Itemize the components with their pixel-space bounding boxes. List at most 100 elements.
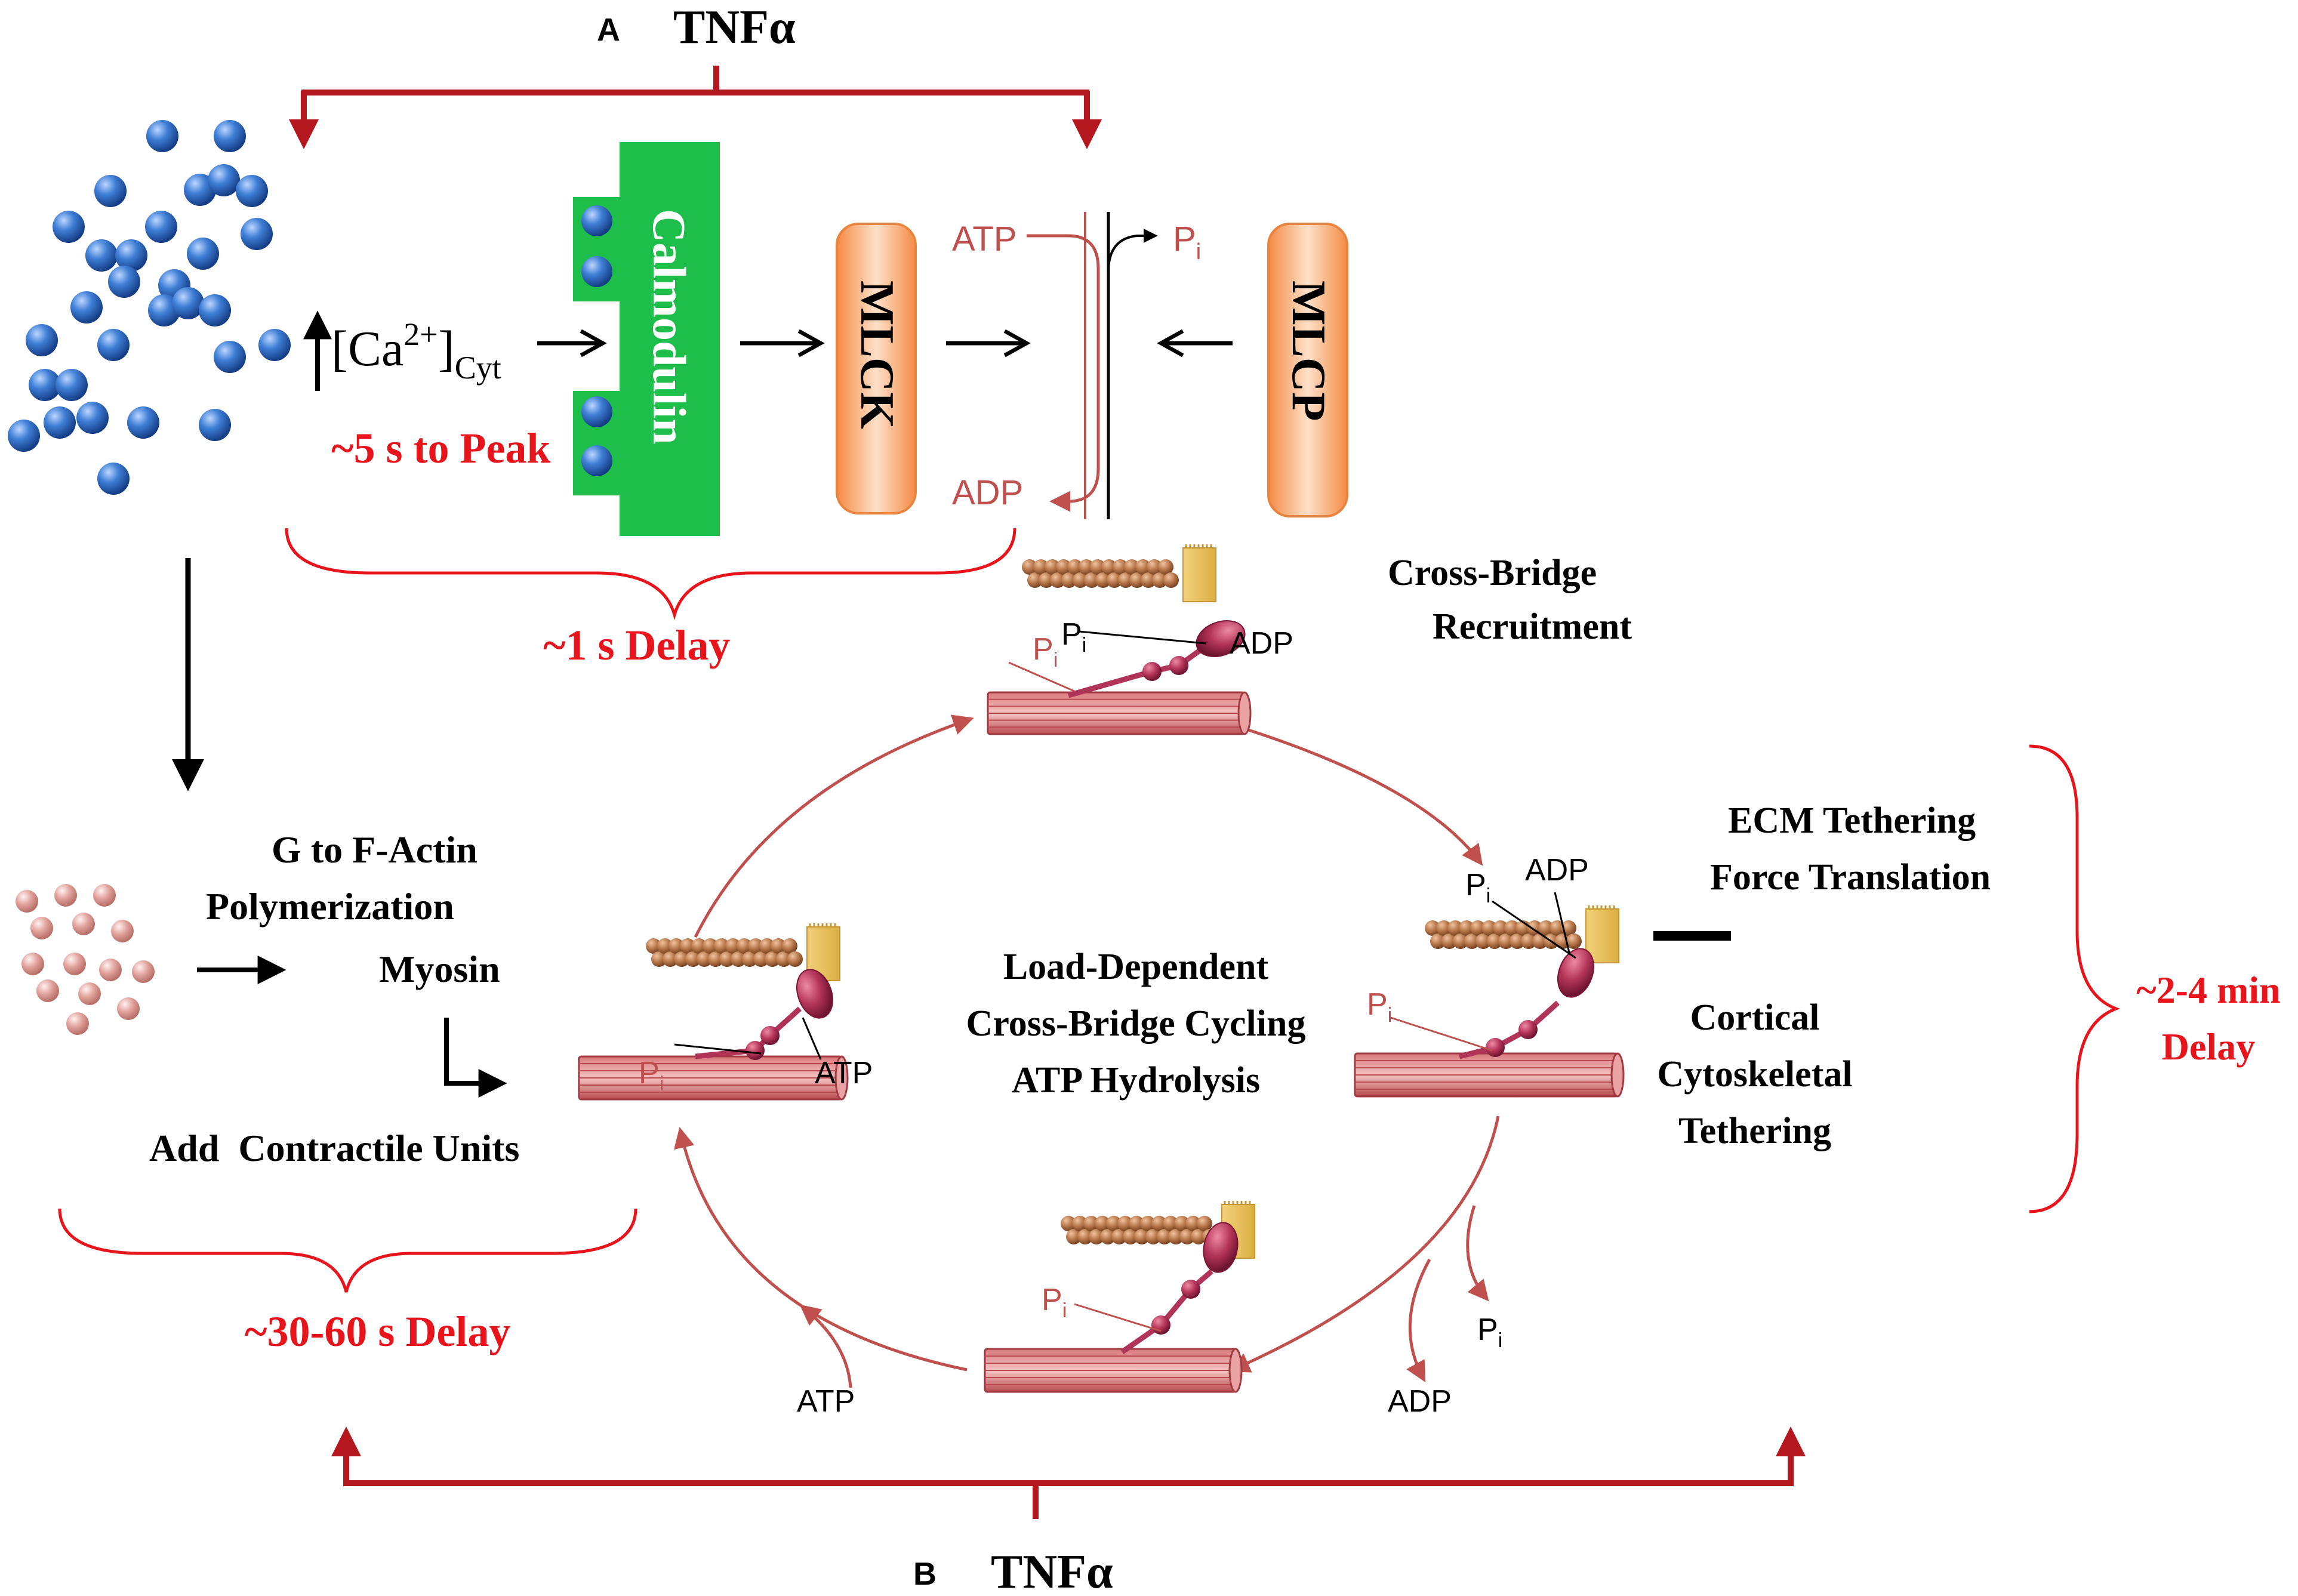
svg-text:Pi: Pi [1477,1312,1502,1352]
g-actin-monomer [63,953,86,975]
one-second-delay-brace [285,528,1016,621]
ca-label-main: [Ca [331,321,403,377]
top-adp-label: ADP [1230,626,1293,661]
calcium-ion [94,175,127,207]
cycle-small-labels: Pi Pi ADP Pi ATP Pi ADP Pi Pi ATP ADP Pi [639,617,1589,1419]
calcium-ion [56,369,88,401]
panel-b-tnf-label: TNFα [991,1546,1113,1593]
left-pi-label: P [639,1056,660,1090]
panel-b-letter: B [913,1556,937,1592]
cross-bridge-unit-atp-bound [578,923,849,1101]
two-four-minute-delay-brace [2029,744,2120,1213]
myosin-label: Myosin [379,948,500,990]
panel-a-tnf-label: TNFα [673,1,796,54]
calcium-ion [236,175,268,207]
mlcp-box: MLCP [1267,223,1348,517]
cortical-line-2: Cytoskeletal [1657,1054,1852,1095]
panel-a-letter: A [597,12,620,48]
right-pi-sub: i [1486,885,1491,907]
adp-release-arrow [1406,1258,1431,1383]
pathway-adp-label: ADP [952,473,1023,512]
actin-line-1: G to F-Actin [272,828,478,871]
calmodulin-label: Calmodulin [643,209,695,444]
cross-bridge-units [578,544,1731,1393]
one-second-delay-label: ~1 s Delay [543,621,730,669]
g-actin-monomer-cluster [16,884,155,1035]
calcium-ion [76,402,109,434]
panel-b-stimulus-bracket [343,1480,1794,1519]
calcium-ion [115,239,147,272]
bottom-pi-label: P [1042,1283,1062,1317]
cycle-arrow-right-to-bottom [1228,1116,1500,1373]
cortical-line-1: Cortical [1690,997,1820,1038]
bottom-pi-release-label: P [1477,1312,1498,1347]
calmodulin-block: Calmodulin [573,142,720,536]
calcium-ion [108,266,140,298]
svg-text:Pi: Pi [1033,632,1058,671]
myosin-elbow-arrow [444,1018,507,1098]
calcium-ion [214,341,246,373]
delay-min-line-2: Delay [2162,1025,2255,1068]
panel-a-stimulus-bracket [301,66,1089,95]
calcium-ion [26,324,58,356]
cross-bridge-unit-ecm-tethered [1354,892,1731,1098]
ca-label-sup: 2+ [403,316,438,352]
thirty-sixty-second-delay-label: ~30-60 s Delay [245,1308,510,1355]
svg-text:Pi: Pi [1367,987,1392,1027]
recruit-line-2: Recruitment [1433,606,1632,647]
center-line-2: Cross-Bridge Cycling [966,1003,1306,1044]
delay-min-line-1: ~2-4 min [2136,969,2280,1011]
calcium-ion [97,463,130,495]
cycle-side-text: Cross-Bridge Recruitment ECM Tethering F… [1388,553,1991,1151]
panel-b-footer: B TNFα [331,1426,1806,1596]
cortical-line-3: Tethering [1678,1111,1831,1151]
cycle-arrow-bottom-to-left [674,1127,968,1372]
cycle-arrow-left-to-top [694,714,974,938]
mlck-label: MLCK [851,281,903,429]
actin-line-2: Polymerization [206,885,454,928]
g-actin-monomer [66,1012,89,1035]
top-pi-red-sub: i [1053,649,1058,671]
g-actin-monomer [21,953,44,975]
g-actin-monomer [72,913,95,935]
calcium-ion [97,329,130,361]
right-pi-label: P [1465,868,1486,902]
calcium-ion [29,369,61,401]
calcium-ion [241,218,273,250]
calcium-ion [44,406,76,439]
calcium-ion [145,211,177,243]
ca-label-close: ] [438,321,455,377]
ecm-line-1: ECM Tethering [1728,800,1976,841]
center-line-3: ATP Hydrolysis [1012,1060,1260,1101]
pathway-pi-sub: i [1196,239,1201,264]
pathway-pi-label: P [1173,220,1196,258]
ca-label-sub: Cyt [455,350,501,386]
top-pi-sub: i [1082,634,1087,657]
calcium-ion [85,239,118,272]
calcium-ion [199,294,231,326]
mlcp-label: MLCP [1282,281,1335,421]
calcium-ion [187,238,219,270]
g-actin-monomer [78,982,101,1005]
cycle-arrows [674,714,1500,1388]
center-line-1: Load-Dependent [1003,947,1269,987]
add-contractile-units-label: Add Contractile Units [149,1127,519,1169]
bottom-pi-sub: i [1062,1299,1067,1322]
bottom-atp-label: ATP [797,1384,855,1419]
g-actin-monomer [111,920,134,942]
g-actin-monomer [99,959,122,981]
right-adp-label: ADP [1525,853,1589,888]
top-pi-red-label: P [1033,632,1053,667]
recruit-line-1: Cross-Bridge [1388,553,1597,593]
g-actin-monomer [93,884,116,907]
ecm-tether-bar [1653,931,1731,941]
phosphorylation-pathway: ATP ADP Pi [952,212,1201,519]
calcium-ion [127,406,159,439]
top-pi-label: P [1061,617,1082,652]
cross-bridge-unit-recruitment [987,544,1252,735]
calcium-ion [70,291,103,323]
calcium-ion [8,420,40,452]
ecm-line-2: Force Translation [1710,857,1991,898]
